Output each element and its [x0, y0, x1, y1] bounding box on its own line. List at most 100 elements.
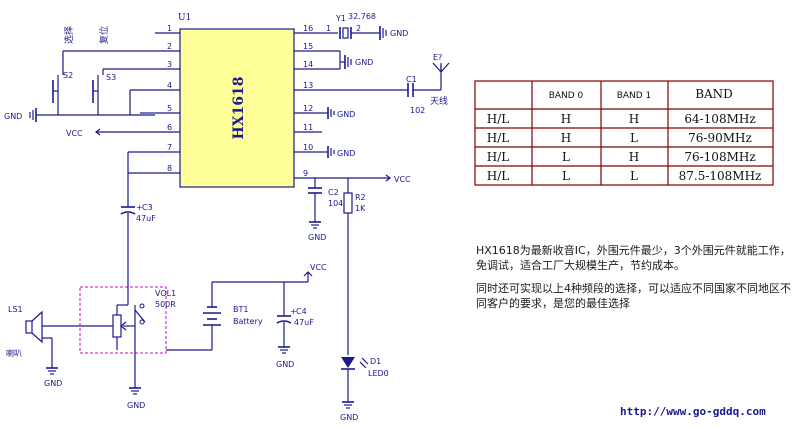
gnd-label: GND: [355, 58, 373, 67]
gnd-label: GND: [308, 233, 326, 242]
gnd-label: GND: [390, 29, 408, 38]
pin-label: 11: [303, 123, 313, 132]
table-cell: H/L: [487, 131, 510, 145]
pin-label: 8: [167, 164, 172, 173]
table-cell: L: [562, 169, 570, 183]
gnd-label: GND: [44, 379, 62, 388]
table-cell: H/L: [487, 150, 510, 164]
pin-label: 16: [303, 24, 313, 33]
table-cell: H/L: [487, 169, 510, 183]
pin-label: 14: [303, 60, 313, 69]
d1-value: LED0: [368, 369, 389, 378]
gnd-label: GND: [337, 110, 355, 119]
table-header: BAND 0: [549, 91, 584, 101]
c1-ref: C1: [406, 75, 417, 84]
vol1-value: 500R: [155, 300, 176, 309]
d1-ref: D1: [370, 357, 381, 366]
crystal-y1: Y1 32.768 1 2 GND: [322, 12, 408, 40]
table-cell: 64-108MHz: [684, 112, 755, 126]
pin-label: 12: [303, 104, 313, 113]
table-cell: H: [629, 112, 639, 126]
description-para-1: HX1618为最新收音IC，外围元件最少，3个外围元件就能工作，免调试，适合工厂…: [476, 244, 791, 272]
antenna-ref: E?: [433, 53, 442, 62]
table-cell: 76-90MHz: [688, 131, 752, 145]
description-text: HX1618为最新收音IC，外围元件最少，3个外围元件就能工作，免调试，适合工厂…: [476, 243, 798, 319]
table-cell: H: [561, 112, 571, 126]
s3-ref: S3: [106, 73, 116, 82]
pin-label: 3: [167, 60, 172, 69]
pin-label: 6: [167, 123, 172, 132]
ic-left-pins: 1 2 3 4 5 6 7 8: [155, 24, 180, 174]
bt1-value: Battery: [233, 317, 263, 326]
table-cell: H: [629, 150, 639, 164]
pins-10-12-gnd: GND GND: [322, 107, 355, 158]
pin-label: 2: [167, 42, 172, 51]
table-cell: L: [562, 150, 570, 164]
bt1-ref: BT1: [233, 305, 248, 314]
c4-ref: C4: [296, 307, 307, 316]
vcc-label: VCC: [66, 129, 83, 138]
c4-plus: +: [290, 307, 297, 316]
ic-ref: U1: [178, 13, 191, 23]
pin-label: 9: [303, 169, 308, 178]
table-cell: L: [630, 131, 638, 145]
footer-url[interactable]: http://www.go-gddq.com: [620, 405, 766, 418]
ic-body: [179, 28, 295, 188]
pin-label: 10: [303, 143, 313, 152]
vcc-label: VCC: [394, 175, 411, 184]
band-table: BAND 0 BAND 1 BAND H/L H H 64-108MHz H/L…: [474, 80, 774, 186]
gnd-label: GND: [337, 149, 355, 158]
pin-label: 13: [303, 81, 313, 90]
table-header: BAND: [695, 87, 733, 101]
c3-ref: C3: [142, 203, 153, 212]
table-cell: L: [630, 169, 638, 183]
table-cell: H: [561, 131, 571, 145]
table-cell: 76-108MHz: [684, 150, 755, 164]
power-led-circuit: VCC C2 104 GND R2 1K D1 LED0 GND: [308, 174, 411, 422]
reset-label: 复位: [98, 26, 110, 44]
gnd-label: GND: [127, 401, 145, 410]
antenna-circuit: C1 102 E? 天线: [322, 53, 450, 115]
c3-plus: +: [136, 203, 143, 212]
y1-ref: Y1: [335, 14, 346, 23]
battery-circuit: VCC BT1 Battery + C4 47uF GND: [166, 263, 327, 369]
pin6-vcc: VCC: [66, 128, 155, 138]
table-cell: 87.5-108MHz: [679, 169, 762, 183]
y1-pin2: 2: [356, 24, 361, 33]
c2-ref: C2: [328, 188, 339, 197]
switch-circuit: GND S2 S3 选择 复位: [4, 26, 155, 122]
pin-label: 1: [167, 24, 172, 33]
c3-value: 47uF: [136, 214, 156, 223]
pin-label: 5: [167, 104, 172, 113]
c1-value: 102: [410, 106, 425, 115]
table-header: BAND 1: [617, 91, 652, 101]
y1-value: 32.768: [348, 12, 376, 21]
r2-ref: R2: [355, 193, 366, 202]
audio-circuit: + C3 47uF: [120, 151, 156, 280]
vcc-label: VCC: [310, 263, 327, 272]
volume-switch: GND VOL1 500R: [79, 280, 176, 410]
vol1-ref: VOL1: [155, 289, 176, 298]
ls1-value: 喇叭: [6, 348, 22, 358]
description-para-2: 同时还可实现以上4种频段的选择，可以适应不同国家不同地区不同客户的要求，是您的最…: [476, 282, 791, 310]
pin-label: 4: [167, 81, 172, 90]
speaker-ls1: LS1 喇叭 GND: [6, 305, 113, 388]
pin-label: 15: [303, 42, 313, 51]
c2-value: 104: [328, 199, 343, 208]
gnd-label: GND: [4, 112, 22, 121]
c4-value: 47uF: [294, 318, 314, 327]
ls1-ref: LS1: [8, 305, 23, 314]
ic-right-pins: 16 15 14 13 12 11 10 9: [294, 24, 322, 179]
ic-name: HX1618: [231, 76, 247, 139]
r2-value: 1K: [355, 204, 366, 213]
gnd-label: GND: [340, 413, 358, 422]
table-cell: H/L: [487, 112, 510, 126]
pins-14-15-gnd: GND: [322, 50, 373, 70]
y1-pin1: 1: [326, 24, 331, 33]
gnd-label: GND: [276, 360, 294, 369]
antenna-label: 天线: [430, 95, 448, 107]
pin-label: 7: [167, 143, 172, 152]
s2-ref: S2: [63, 71, 73, 80]
